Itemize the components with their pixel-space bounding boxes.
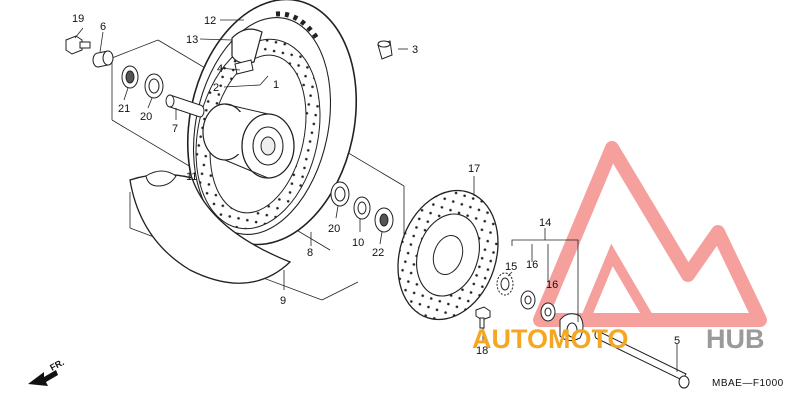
label-14: 14 — [539, 217, 551, 229]
bolt-19 — [65, 35, 91, 55]
bearing-20a — [144, 73, 164, 99]
collar-6 — [92, 50, 114, 68]
label-2: 2 — [213, 82, 219, 94]
label-22: 22 — [372, 247, 384, 259]
label-20-left: 20 — [140, 111, 152, 123]
label-9: 9 — [280, 295, 286, 307]
part-labels: 19 6 12 13 4 2 1 3 21 20 7 11 20 10 22 8… — [72, 13, 680, 357]
label-7: 7 — [172, 123, 178, 135]
watermark-text: AUTOMOTO HUB — [472, 324, 765, 354]
gearbox-housing — [559, 313, 584, 342]
washer-16a — [520, 290, 536, 310]
label-12: 12 — [204, 15, 216, 27]
fender — [129, 170, 292, 284]
label-13: 13 — [186, 34, 198, 46]
label-21: 21 — [118, 103, 130, 115]
seal-22 — [374, 207, 394, 233]
gear-15 — [496, 272, 514, 296]
label-4: 4 — [217, 63, 223, 75]
valve-stem — [231, 28, 263, 75]
bracket-14 — [511, 228, 579, 322]
watermark-text-hub: HUB — [706, 324, 765, 354]
label-17: 17 — [468, 163, 480, 175]
label-3: 3 — [412, 44, 418, 56]
valve-cap-3 — [377, 40, 393, 60]
label-16-bottom: 16 — [546, 279, 558, 291]
label-15: 15 — [505, 261, 517, 273]
label-6: 6 — [100, 21, 106, 33]
spacer-7 — [165, 94, 205, 118]
label-5: 5 — [674, 335, 680, 347]
retainer-10 — [353, 196, 371, 220]
brake-disc — [397, 189, 499, 321]
label-11: 11 — [186, 171, 197, 183]
seal-21 — [121, 65, 139, 89]
front-arrow: FR. — [28, 357, 66, 386]
label-16-top: 16 — [526, 259, 538, 271]
label-8: 8 — [307, 247, 313, 259]
front-label: FR. — [48, 357, 65, 373]
bearing-20b — [330, 181, 350, 207]
label-1: 1 — [273, 79, 279, 91]
axle-5 — [594, 330, 690, 389]
leader-lines — [74, 19, 678, 372]
watermark-text-automoto: AUTOMOTO — [472, 324, 629, 354]
washer-16b — [540, 302, 556, 322]
disc-bolt-18 — [475, 306, 491, 329]
label-18: 18 — [476, 345, 488, 357]
label-10: 10 — [352, 237, 364, 249]
label-20-right: 20 — [328, 223, 340, 235]
wheel-hub — [202, 103, 295, 179]
label-19: 19 — [72, 13, 84, 25]
diagram-code: MBAE—F1000 — [712, 378, 784, 389]
watermark-logo — [533, 141, 767, 327]
